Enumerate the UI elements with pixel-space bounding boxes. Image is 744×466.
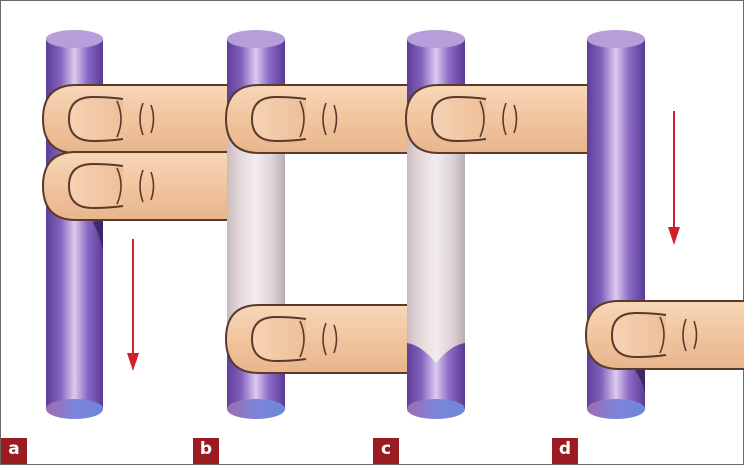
finger-upper-b bbox=[226, 85, 416, 153]
finger-upper-a bbox=[43, 85, 233, 153]
finger-upper-c bbox=[406, 85, 596, 153]
finger-lower-b bbox=[226, 305, 416, 373]
finger-d bbox=[586, 301, 744, 369]
arrow-down-d bbox=[668, 111, 680, 245]
panel-label-a: a bbox=[1, 438, 27, 464]
finger-lower-a bbox=[43, 152, 233, 220]
panel-label-c: c bbox=[373, 438, 399, 464]
arrow-down-a bbox=[127, 239, 139, 371]
panel-a bbox=[43, 30, 233, 419]
panel-label-b: b bbox=[193, 438, 219, 464]
emptied-segment-b bbox=[227, 131, 285, 327]
panel-label-d: d bbox=[552, 438, 578, 464]
panel-c bbox=[406, 30, 596, 419]
panel-b bbox=[226, 30, 416, 419]
emptied-segment-c bbox=[407, 131, 465, 363]
panel-d bbox=[586, 30, 744, 419]
